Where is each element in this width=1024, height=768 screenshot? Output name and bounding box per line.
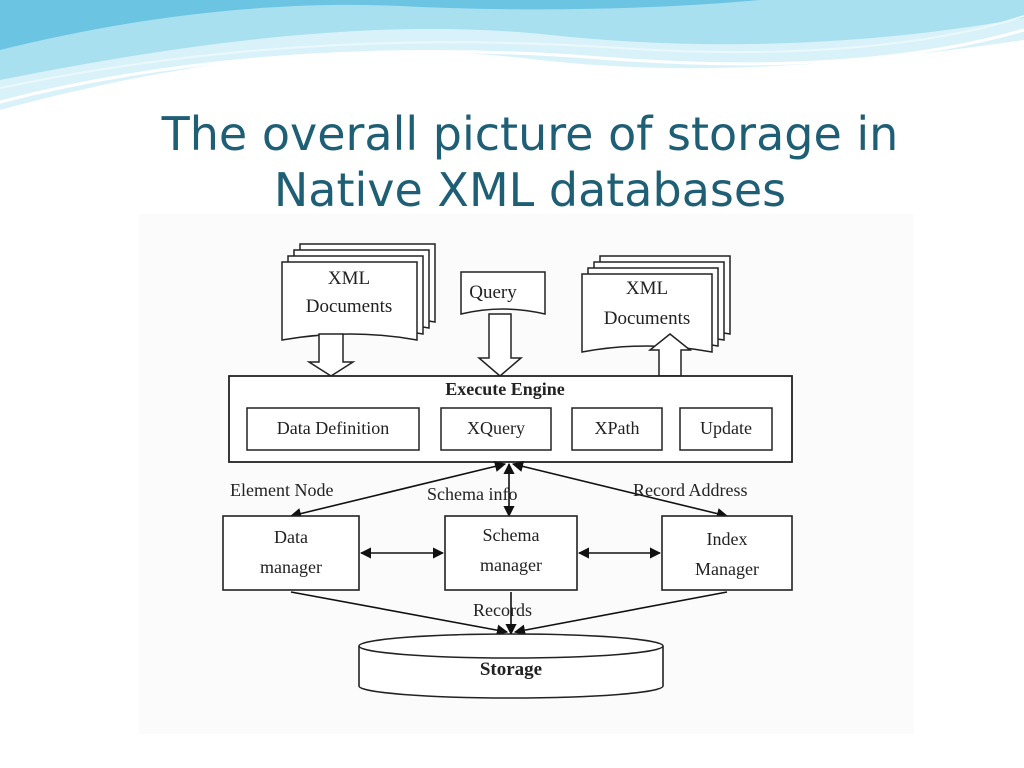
module-xquery-box bbox=[440, 407, 552, 451]
records-label: Records bbox=[473, 600, 532, 620]
record-address-arrow bbox=[511, 460, 729, 520]
output-flow-arrow bbox=[647, 333, 693, 377]
xml-documents-output-line-2: Documents bbox=[604, 308, 691, 329]
execute-engine-box: Execute Engine Data Definition XQuery XP… bbox=[228, 375, 793, 463]
header-wave-decoration bbox=[0, 0, 1024, 110]
query-flow-arrow bbox=[476, 313, 524, 377]
schema-manager-box: Schema manager bbox=[444, 515, 578, 591]
xml-documents-input-line-2: Documents bbox=[306, 296, 393, 317]
schema-manager-line-2: manager bbox=[480, 555, 542, 575]
slide-title: The overall picture of storage in Native… bbox=[120, 106, 940, 218]
index-manager-line-2: Manager bbox=[695, 559, 759, 579]
module-xquery-label: XQuery bbox=[467, 418, 525, 438]
data-manager-box: Data manager bbox=[222, 515, 360, 591]
module-xpath-box bbox=[571, 407, 663, 451]
element-node-arrow bbox=[289, 460, 507, 520]
data-to-storage-arrow bbox=[290, 591, 509, 636]
xml-documents-output-line-1: XML bbox=[626, 278, 668, 299]
module-xpath-label: XPath bbox=[595, 418, 640, 438]
module-update-box bbox=[679, 407, 773, 451]
query-label: Query bbox=[469, 282, 517, 303]
index-manager-line-1: Index bbox=[707, 529, 748, 549]
module-data-definition-label: Data Definition bbox=[277, 418, 389, 438]
xml-documents-output-stack: XML Documents bbox=[581, 255, 731, 353]
slide-title-line-2: Native XML databases bbox=[273, 163, 787, 217]
storage-cylinder: Storage bbox=[358, 633, 664, 699]
xml-documents-input-stack: XML Documents bbox=[281, 243, 436, 341]
schema-manager-line-1: Schema bbox=[483, 525, 540, 545]
schema-info-label: Schema info bbox=[427, 484, 517, 504]
query-note: Query bbox=[460, 271, 546, 315]
xml-documents-input-line-1: XML bbox=[328, 268, 370, 289]
data-manager-line-1: Data bbox=[274, 527, 308, 547]
slide-title-line-1: The overall picture of storage in bbox=[161, 107, 899, 161]
data-manager-line-2: manager bbox=[260, 557, 322, 577]
execute-engine-title: Execute Engine bbox=[445, 379, 565, 399]
element-node-label: Element Node bbox=[230, 480, 333, 500]
index-manager-box: Index Manager bbox=[661, 515, 793, 591]
input-flow-arrow bbox=[306, 333, 356, 377]
record-address-label: Record Address bbox=[633, 480, 747, 500]
module-data-definition-box bbox=[246, 407, 420, 451]
storage-architecture-diagram: XML Documents Query XML Documents Execut… bbox=[139, 214, 914, 734]
index-to-storage-arrow bbox=[513, 591, 728, 636]
module-update-label: Update bbox=[700, 418, 752, 438]
storage-label: Storage bbox=[480, 659, 542, 680]
